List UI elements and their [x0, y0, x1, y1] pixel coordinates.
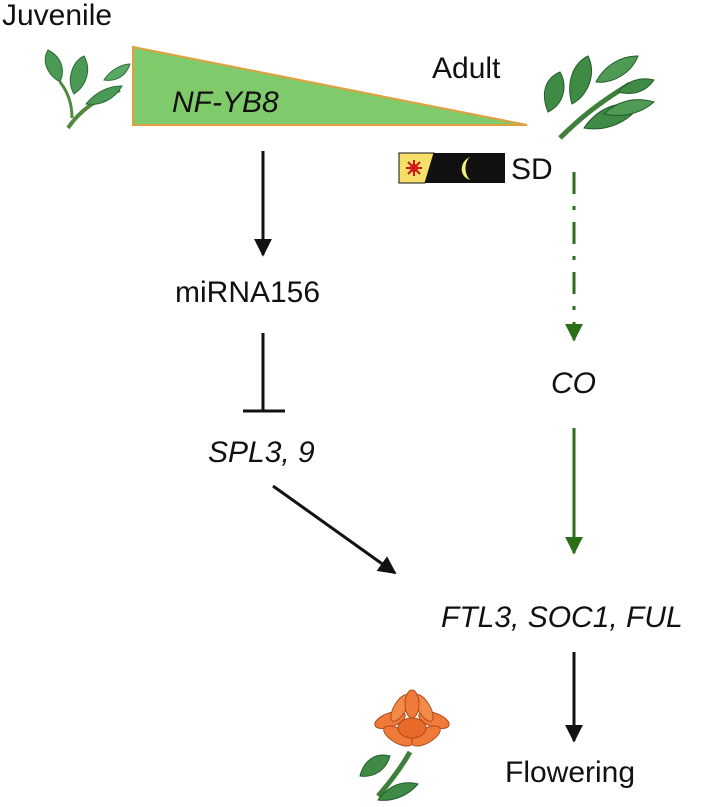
mirna156-label: miRNA156 [175, 276, 320, 309]
adult-leaf-icon [544, 55, 656, 140]
nf-yb8-gradient-wedge [132, 45, 528, 126]
sd-label: SD [511, 153, 553, 186]
arrow-spl-to-targets [272, 484, 397, 575]
flowering-label: Flowering [505, 756, 635, 789]
chrysanthemum-flower-icon [359, 689, 450, 801]
spl3-9-label: SPL3, 9 [208, 436, 315, 469]
juvenile-label: Juvenile [2, 0, 112, 32]
inhibition-mirna-to-spl [243, 333, 285, 413]
adult-label: Adult [432, 52, 501, 85]
co-label: CO [551, 367, 596, 400]
ftl3-soc1-ful-label: FTL3, SOC1, FUL [441, 601, 683, 634]
day-night-icon [398, 152, 505, 184]
juvenile-leaf-icon [44, 49, 131, 130]
nf-yb8-label: NF-YB8 [172, 86, 279, 119]
